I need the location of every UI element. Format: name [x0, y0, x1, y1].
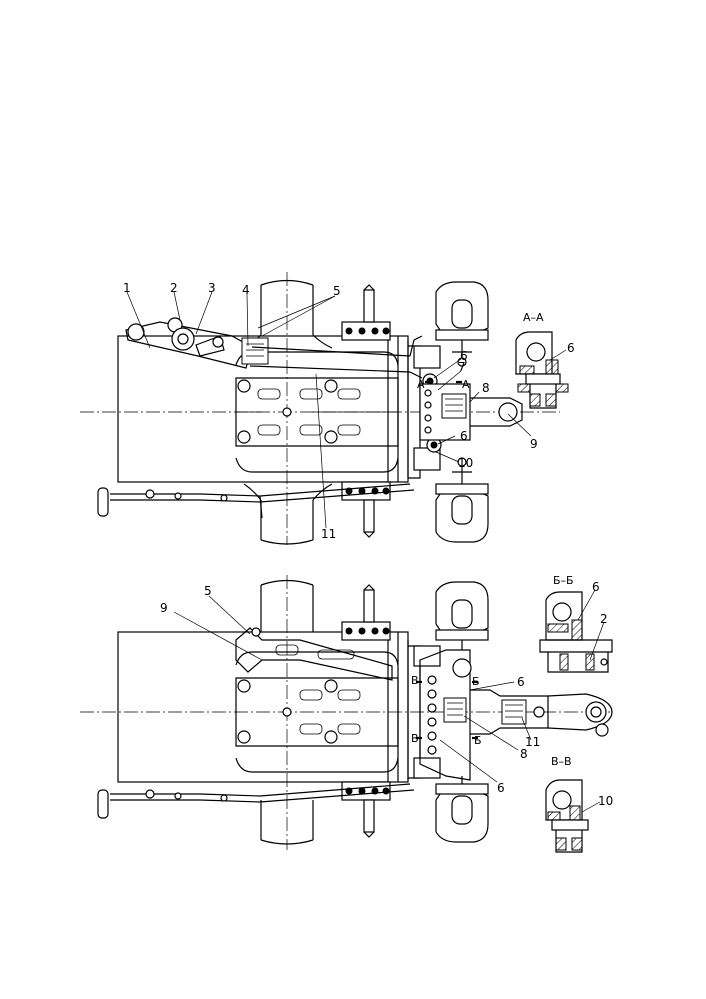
top-handle: [97, 487, 109, 517]
bottom-cut-v-upper: В: [411, 674, 419, 687]
bottom-upper-bolt-strip: [341, 584, 391, 641]
top-right-upper-bracket: [435, 281, 489, 367]
top-label-1: 1: [123, 281, 131, 295]
bottom-label-6a: 6: [517, 675, 525, 689]
bottom-drawbar-assembly: [413, 645, 613, 781]
section-a-a: А–А 6: [515, 311, 575, 409]
bottom-leader-lines: [173, 595, 532, 783]
top-label-6b: 6: [460, 429, 468, 443]
top-cut-a-right: А: [462, 378, 470, 391]
bottom-cut-b-upper: Б: [472, 675, 480, 688]
section-v-v: В–В 10: [545, 755, 613, 853]
top-upper-link-arm: [125, 317, 423, 379]
top-cut-a-left: А: [417, 378, 425, 391]
bottom-mounting-plate: [235, 651, 399, 773]
top-lower-bolt-strip: [341, 481, 391, 538]
bottom-label-9: 9: [160, 601, 168, 615]
top-label-11: 11: [321, 527, 336, 541]
bottom-axle-tube: [260, 579, 314, 845]
bottom-label-8: 8: [520, 747, 528, 761]
top-label-8: 8: [482, 381, 490, 395]
top-view: 1 2 3 4 5 6 7 8 9 6 10 11 А А: [80, 272, 560, 545]
section-b-b: Б–Б 6 2: [539, 574, 613, 673]
top-label-4: 4: [242, 283, 250, 297]
section-aa-label-6: 6: [567, 341, 575, 355]
bottom-cut-marks: [416, 680, 478, 740]
bottom-right-upper-bracket: [435, 581, 489, 650]
top-label-10: 10: [458, 456, 473, 470]
bottom-arm-bracket: [235, 627, 393, 681]
bottom-lower-link-rod: [97, 783, 415, 819]
section-bb-label-6: 6: [592, 580, 600, 594]
top-lower-link-rod: [97, 483, 415, 519]
top-label-2: 2: [170, 281, 178, 295]
top-label-3: 3: [208, 281, 216, 295]
bottom-view: 5 9 6 11 8 6 Б Б В В: [80, 575, 613, 850]
top-upper-bolt-strip: [341, 284, 391, 341]
bottom-handle: [97, 789, 109, 819]
bottom-label-5: 5: [204, 584, 212, 598]
top-right-lower-bracket: [435, 457, 489, 543]
section-bb-label-2: 2: [600, 612, 608, 626]
bottom-right-lower-bracket: [435, 776, 489, 843]
top-label-7: 7: [458, 360, 466, 374]
section-vv-title: В–В: [551, 755, 572, 768]
bottom-label-11: 11: [525, 735, 540, 749]
bottom-cut-b-lower: Б: [474, 734, 482, 747]
section-aa-title: А–А: [523, 311, 544, 324]
top-label-5: 5: [333, 284, 341, 298]
top-mounting-plate: [235, 351, 399, 473]
top-drawbar-support: [413, 345, 523, 471]
bottom-body-outline: [117, 631, 409, 783]
top-label-6a: 6: [460, 349, 468, 363]
bottom-label-6b: 6: [497, 781, 505, 795]
section-vv-label-10: 10: [598, 794, 613, 808]
top-leader-lines: [126, 291, 532, 529]
section-bb-title: Б–Б: [553, 574, 574, 587]
bottom-lower-bolt-strip: [341, 781, 391, 838]
top-label-9: 9: [530, 437, 538, 451]
bottom-cut-v-lower: В: [411, 732, 419, 745]
